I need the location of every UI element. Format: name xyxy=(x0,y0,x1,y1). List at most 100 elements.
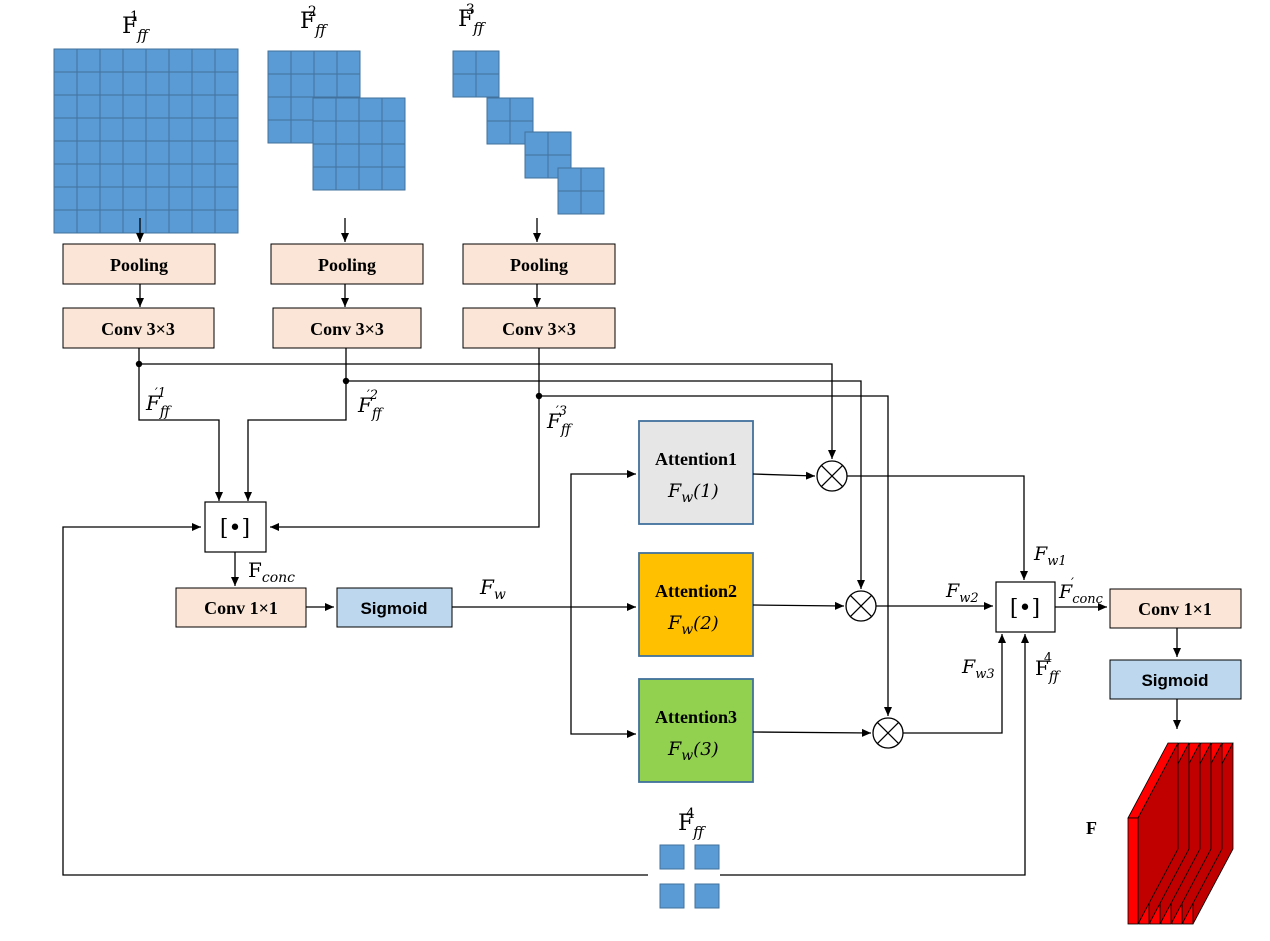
feature-cell xyxy=(312,166,337,191)
svg-text:Conv 1×1: Conv 1×1 xyxy=(1138,599,1212,619)
feature-cell xyxy=(168,71,193,96)
svg-text:Pooling: Pooling xyxy=(318,255,376,275)
feature-map-3-label: Fff3 xyxy=(458,2,486,37)
feature-cell xyxy=(145,209,170,234)
svg-text:Fw(1): Fw(1) xyxy=(667,480,719,506)
feature-cell xyxy=(76,117,101,142)
feature-cell xyxy=(335,166,360,191)
attention-block-2: Attention2 Fw(2) xyxy=(638,552,754,657)
svg-text:Pooling: Pooling xyxy=(510,255,568,275)
feature-cell xyxy=(53,209,78,234)
wire-f1-to-mult1 xyxy=(139,363,836,459)
feature-cell xyxy=(475,50,500,75)
svg-text:Conv 1×1: Conv 1×1 xyxy=(204,598,278,618)
feature-cell xyxy=(335,97,360,122)
feature-cell xyxy=(53,94,78,119)
wire-f3-to-concat xyxy=(270,348,540,531)
output-slab-front xyxy=(1127,817,1139,925)
feature-cell xyxy=(53,140,78,165)
svg-text:[•]: [•] xyxy=(1010,596,1040,621)
svg-text:Conv 3×3: Conv 3×3 xyxy=(101,319,175,339)
feature-cell xyxy=(168,163,193,188)
feature-cell xyxy=(122,140,147,165)
feature-cell xyxy=(214,71,239,96)
feature-cell xyxy=(290,50,315,75)
svg-text:Fw(2): Fw(2) xyxy=(667,612,719,638)
concat-block-2: [•] xyxy=(995,581,1056,633)
conv3-block-2: Conv 3×3 xyxy=(272,307,422,349)
junction-dot-1 xyxy=(135,360,143,368)
feature-cell xyxy=(694,883,720,909)
label-fw3: Fw3 xyxy=(961,656,995,682)
output-feature-stack xyxy=(1127,742,1234,925)
feature-cell xyxy=(76,186,101,211)
feature-cell xyxy=(145,71,170,96)
wire-fw-to-attention3 xyxy=(570,607,636,738)
wire-f2-to-mult2 xyxy=(346,380,865,589)
feature-cell xyxy=(53,186,78,211)
feature-cell xyxy=(358,120,383,145)
feature-cell xyxy=(99,163,124,188)
feature-cell xyxy=(336,50,361,75)
feature-cell xyxy=(122,48,147,73)
arrow-att1-to-mult1 xyxy=(752,471,816,480)
svg-text:Sigmoid: Sigmoid xyxy=(360,599,427,618)
feature-cell xyxy=(53,163,78,188)
feature-cell xyxy=(580,167,605,192)
feature-cell xyxy=(191,163,216,188)
feature-cell xyxy=(145,186,170,211)
feature-cell xyxy=(214,209,239,234)
feature-cell xyxy=(191,117,216,142)
feature-cell xyxy=(191,71,216,96)
feature-cell xyxy=(122,117,147,142)
svg-text:Attention1: Attention1 xyxy=(655,449,737,469)
feature-cell xyxy=(76,140,101,165)
arrow-att3-to-mult3 xyxy=(752,728,872,737)
feature-cell xyxy=(168,140,193,165)
feature-cell xyxy=(580,190,605,215)
feature-cell xyxy=(168,209,193,234)
feature-cell xyxy=(557,167,582,192)
pooling-block-2: Pooling xyxy=(270,243,424,285)
feature-cell xyxy=(214,117,239,142)
feature-cell xyxy=(53,117,78,142)
sigmoid-block-left: Sigmoid xyxy=(336,587,453,628)
label-ff4-right: Fff4 xyxy=(1035,651,1061,685)
attention-block-1: Attention1 Fw(1) xyxy=(638,420,754,525)
feature-cell xyxy=(214,163,239,188)
feature-cell xyxy=(99,71,124,96)
feature-cell xyxy=(381,143,406,168)
feature-cell xyxy=(267,73,292,98)
feature-map-4-grid xyxy=(659,844,720,909)
feature-map-2-grid xyxy=(267,50,406,191)
feature-cell xyxy=(335,143,360,168)
feature-cell xyxy=(191,48,216,73)
feature-cell xyxy=(145,117,170,142)
feature-cell xyxy=(312,120,337,145)
svg-text:Sigmoid: Sigmoid xyxy=(1141,671,1208,690)
junction-dot-2 xyxy=(342,377,350,385)
label-fconc: Fconc xyxy=(248,558,295,586)
feature-map-1-label: Fff1 xyxy=(122,9,150,44)
feature-cell xyxy=(290,96,315,121)
label-fprime2: Fff′2 xyxy=(357,388,384,422)
label-fprime3: Fff′3 xyxy=(546,404,573,438)
feature-cell xyxy=(191,140,216,165)
wire-f1-to-concat xyxy=(138,348,223,501)
feature-cell xyxy=(335,120,360,145)
wire-f3-to-mult3 xyxy=(539,395,892,716)
feature-cell xyxy=(99,94,124,119)
feature-cell xyxy=(290,119,315,144)
feature-cell xyxy=(145,94,170,119)
feature-cell xyxy=(524,154,549,179)
conv3-block-1: Conv 3×3 xyxy=(62,307,215,349)
feature-cell xyxy=(312,97,337,122)
sigmoid-block-right: Sigmoid xyxy=(1109,659,1242,700)
label-fw2: Fw2 xyxy=(945,580,979,606)
feature-cell xyxy=(99,209,124,234)
feature-cell xyxy=(122,186,147,211)
wire-f2-to-concat xyxy=(244,348,347,501)
feature-cell xyxy=(168,48,193,73)
feature-map-2-label: Fff2 xyxy=(300,4,328,39)
feature-cell xyxy=(267,96,292,121)
